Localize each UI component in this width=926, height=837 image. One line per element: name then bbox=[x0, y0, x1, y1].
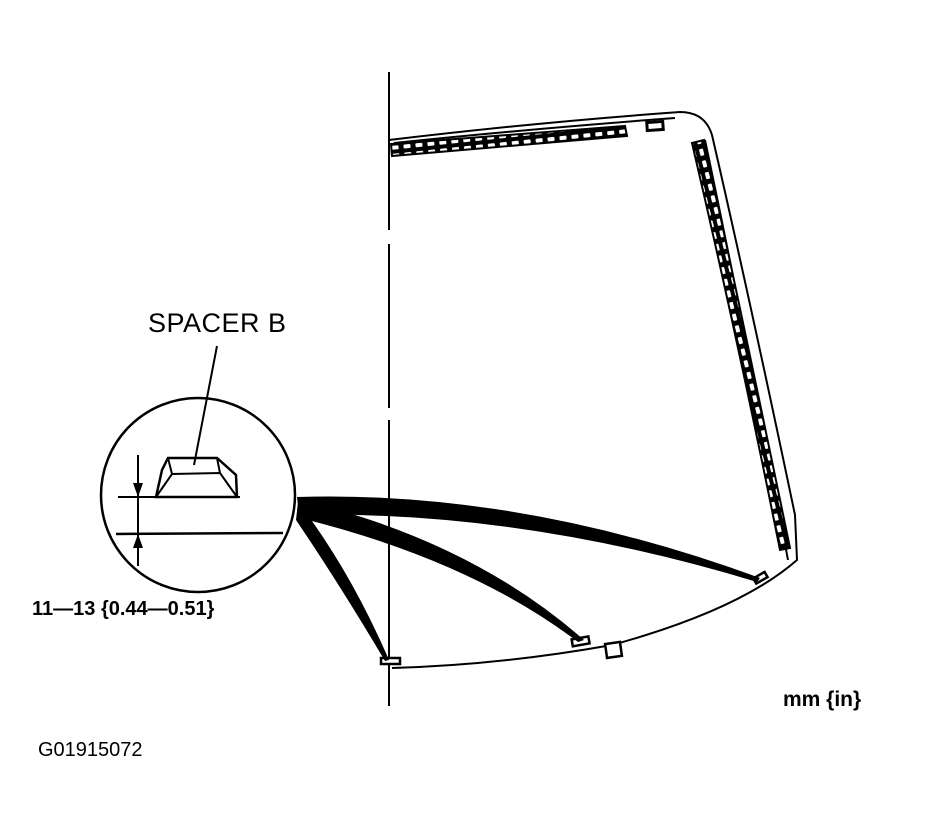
bottom-clip bbox=[603, 640, 624, 660]
top-clip bbox=[645, 119, 665, 133]
spacer-b-center bbox=[379, 656, 402, 666]
callout-leaders bbox=[296, 496, 760, 661]
dimension-label: 11—13 {0.44—0.51} bbox=[32, 598, 215, 620]
side-molding bbox=[690, 138, 792, 552]
detail-circle bbox=[99, 396, 297, 594]
top-molding bbox=[389, 124, 629, 158]
spacer-leader-line bbox=[193, 345, 218, 466]
spacer-b-icon bbox=[154, 456, 239, 499]
figure-id: G01915072 bbox=[38, 739, 143, 761]
units-label: mm {in} bbox=[783, 688, 862, 711]
spacer-b-markers bbox=[379, 570, 770, 666]
windshield-outline bbox=[388, 110, 799, 669]
spacer-b-label: SPACER B bbox=[148, 308, 287, 338]
